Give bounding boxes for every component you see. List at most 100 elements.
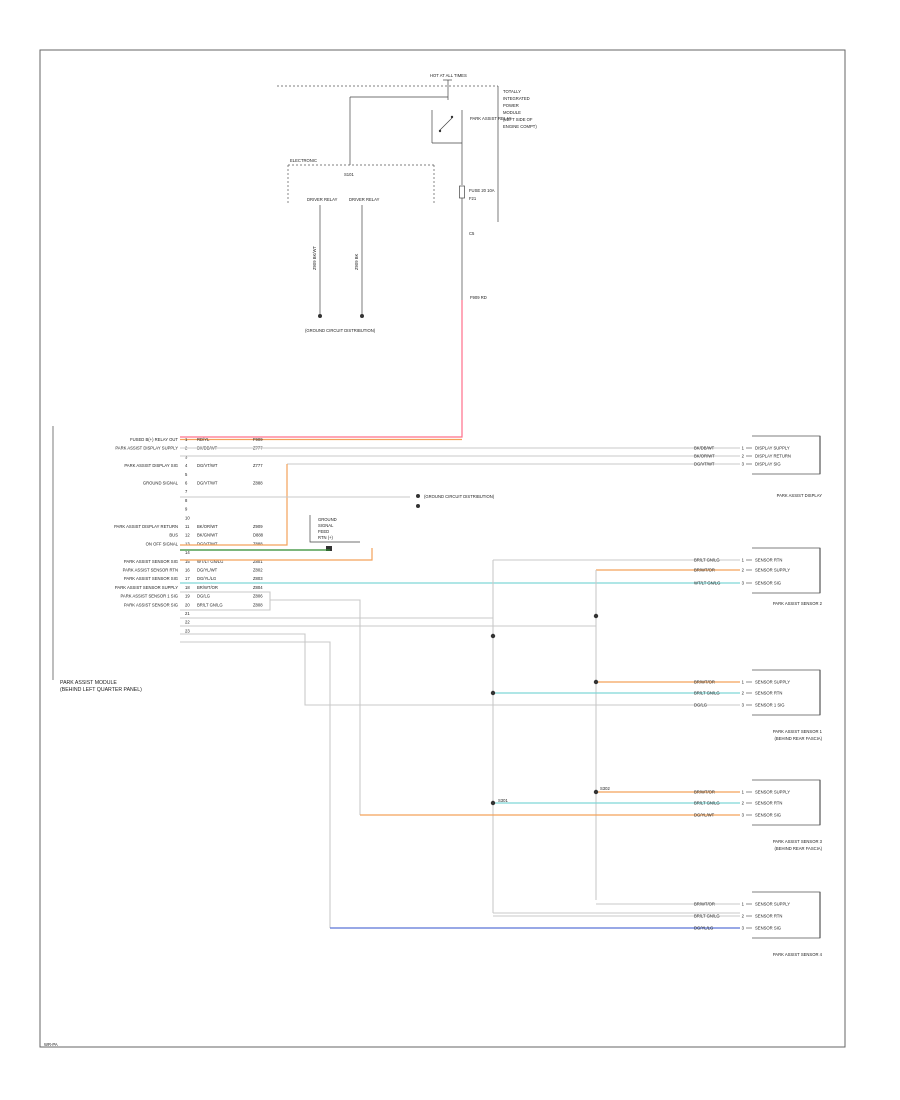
- connector-pin-label: SENSOR SUPPLY: [755, 568, 790, 573]
- connector-pin-label: DISPLAY SIG: [755, 462, 781, 467]
- connector-pin-number: 2: [742, 568, 745, 573]
- pin-function: PARK ASSIST SENSOR SIG: [124, 576, 178, 581]
- pin-number: 20: [185, 602, 190, 607]
- pin-function: PARK ASSIST SENSOR SIG: [124, 559, 178, 564]
- connector-pin-label: SENSOR RTN: [755, 558, 782, 563]
- connector-pin-number: 3: [742, 926, 745, 931]
- connector-name: PARK ASSIST SENSOR 2: [773, 601, 823, 606]
- pin-circuit: Z804: [253, 585, 263, 590]
- splice-sup-2: [593, 679, 599, 685]
- module-pin-row: 3: [185, 454, 188, 459]
- connector-pin-number: 2: [742, 454, 745, 459]
- connector-location: (BEHIND REAR FASCIA): [775, 846, 823, 851]
- module-pin-row: PARK ASSIST SENSOR SIG 15 WT/LT GN/LG Z801: [124, 559, 263, 564]
- module-pin-row: 21: [185, 611, 190, 616]
- pin-number: 1: [185, 437, 188, 442]
- pin-function: GROUND SIGNAL: [143, 481, 179, 486]
- fuse-block: HOT AT ALL TIMES TOTALLY INTEGRATED POWE…: [277, 73, 537, 333]
- connector-pin-number: 3: [742, 462, 745, 467]
- pin-function: BUS: [169, 533, 178, 538]
- connector-pin-label: DISPLAY RETURN: [755, 454, 791, 459]
- relay-coil-right: DRIVER RELAY Z909 BK: [349, 197, 380, 318]
- pin-function: PARK ASSIST DISPLAY SUPPLY: [115, 446, 178, 451]
- pin-circuit: Z888: [253, 481, 263, 486]
- pin-number: 22: [185, 620, 190, 625]
- pin-wire-color: BK/OR/WT: [197, 524, 218, 529]
- pin-number: 12: [185, 533, 190, 538]
- connector-pin-label: SENSOR SUPPLY: [755, 790, 790, 795]
- relay-coil-left: DRIVER RELAY Z909 BK/WT: [307, 197, 338, 318]
- connector-wire-color: BR/WT/OR: [694, 680, 715, 685]
- pin-wire-color: WT/LT GN/LG: [197, 559, 223, 564]
- pin-wire-color: BR/LT GN/LG: [197, 602, 223, 607]
- svg-text:Z909 BK/WT: Z909 BK/WT: [312, 246, 317, 270]
- pin-number: 10: [185, 515, 190, 520]
- module-name: PARK ASSIST MODULE: [60, 680, 117, 686]
- module-pin-row: 8: [185, 498, 188, 503]
- pin-circuit: F909: [253, 437, 263, 442]
- splice-label-1: S301: [498, 798, 508, 803]
- module-pin-row: 5: [185, 472, 188, 477]
- svg-text:Z909 BK: Z909 BK: [354, 253, 359, 270]
- module-location: (BEHIND LEFT QUARTER PANEL): [60, 687, 142, 693]
- svg-text:POWER: POWER: [503, 103, 519, 108]
- pin-number: 7: [185, 489, 188, 494]
- connector-pin-label: SENSOR SUPPLY: [755, 902, 790, 907]
- svg-text:S101: S101: [344, 172, 354, 177]
- pin-function: ON OFF SIGNAL: [146, 541, 179, 546]
- pin-circuit: Z909: [253, 524, 263, 529]
- svg-text:F21: F21: [469, 196, 477, 201]
- connector-wire-color: BR/WT/OR: [694, 902, 715, 907]
- fuse-title: HOT AT ALL TIMES: [430, 73, 467, 78]
- wire-orange-display: [180, 464, 288, 546]
- connector-name: PARK ASSIST SENSOR 4: [773, 952, 823, 957]
- connector-wire-color: BR/LT GN/LG: [694, 691, 720, 696]
- pin-number: 11: [185, 524, 190, 529]
- ground-note-top: (GROUND CIRCUIT DISTRIBUTION): [305, 328, 376, 333]
- pin-function: PARK ASSIST DISPLAY SIG: [124, 463, 178, 468]
- pin-wire-color: RD/YL: [197, 437, 210, 442]
- connector-pin-number: 1: [742, 446, 745, 451]
- connector-pin-number: 1: [742, 790, 745, 795]
- connector-pin-label: SENSOR SIG: [755, 813, 781, 818]
- connector-pin-label: DISPLAY SUPPLY: [755, 446, 790, 451]
- pin-function: PARK ASSIST DISPLAY RETURN: [114, 524, 178, 529]
- connector-wire-color: DG/YL/WT: [694, 813, 715, 818]
- pin-wire-color: DG/VT/WT: [197, 481, 218, 486]
- pin-number: 9: [185, 507, 188, 512]
- module-pin-row: PARK ASSIST DISPLAY RETURN 11 BK/OR/WT Z909: [114, 524, 263, 529]
- pin-circuit: Z801: [253, 559, 263, 564]
- connector-wire-color: BR/WT/OR: [694, 568, 715, 573]
- svg-text:GROUND: GROUND: [318, 517, 337, 522]
- connector-pin-number: 2: [742, 691, 745, 696]
- svg-text:INTEGRATED: INTEGRATED: [503, 96, 530, 101]
- splice-sup-3: [593, 789, 599, 795]
- splice-rtn-1: [490, 633, 496, 639]
- ground-block: GROUND SIGNAL FEED RTN (+): [309, 515, 360, 551]
- pin-number: 5: [185, 472, 188, 477]
- module-pin-row: 10: [185, 515, 190, 520]
- pin-circuit: Z803: [253, 576, 263, 581]
- connector-pin-label: SENSOR SUPPLY: [755, 680, 790, 685]
- svg-text:C5: C5: [469, 231, 475, 236]
- connector-wire-color: BR/LT GN/LG: [694, 558, 720, 563]
- svg-text:ENGINE COMPT): ENGINE COMPT): [503, 124, 537, 129]
- splice-rtn-2: [490, 690, 496, 696]
- pin-number: 15: [185, 559, 190, 564]
- connector-wire-color: WT/LT GN/LG: [694, 581, 720, 586]
- pin-number: 23: [185, 628, 190, 633]
- pin-circuit: Z802: [253, 568, 263, 573]
- splice-sup-1: [593, 613, 599, 619]
- module-pin-row: 23: [185, 628, 190, 633]
- connector-wire-color: DG/LG: [694, 703, 707, 708]
- feed-wire-label: F909 RD: [470, 295, 487, 300]
- page-frame: [39, 49, 846, 1048]
- connector-pin-label: SENSOR SIG: [755, 926, 781, 931]
- pin-number: 21: [185, 611, 190, 616]
- connector-pin-label: SENSOR RTN: [755, 914, 782, 919]
